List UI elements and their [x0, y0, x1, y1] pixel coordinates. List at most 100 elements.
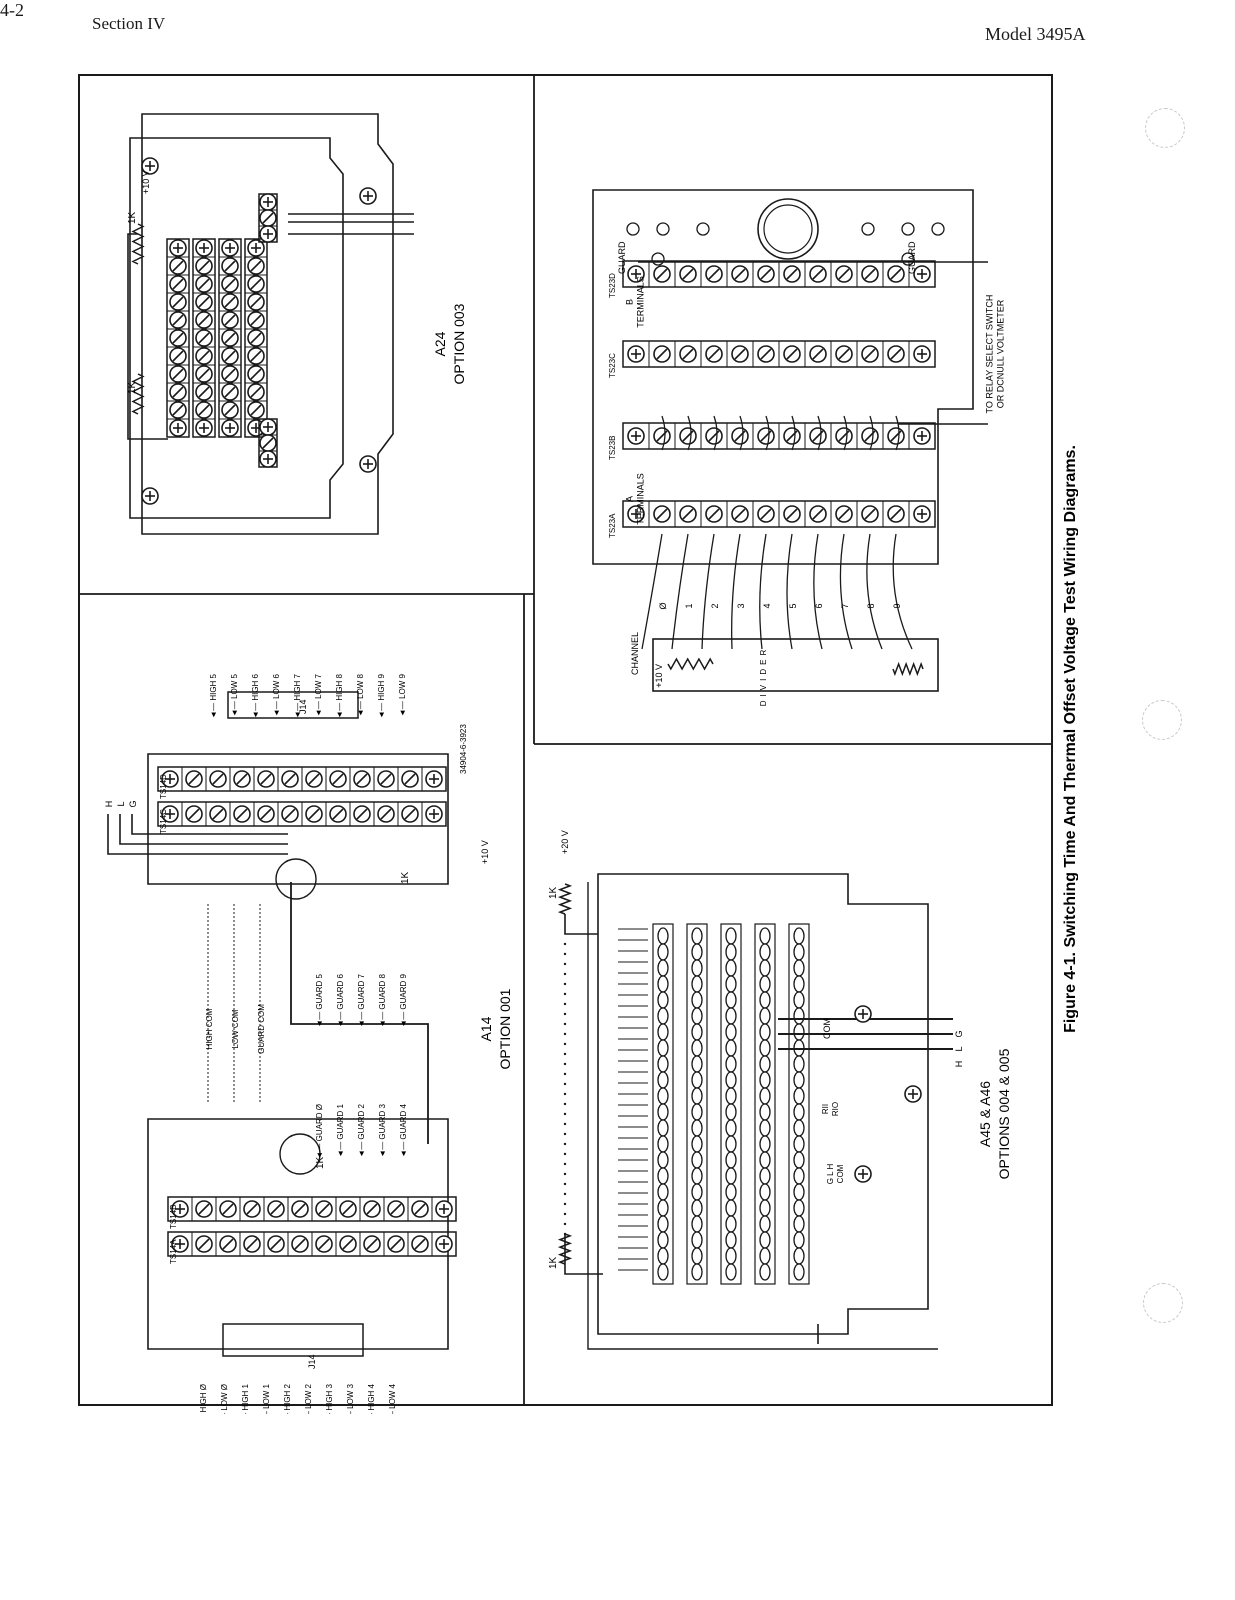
jumper-dot — [563, 992, 567, 996]
terminal-screw-icon — [169, 329, 187, 347]
terminal-pin — [657, 1135, 669, 1153]
terminal-screw-icon — [731, 345, 749, 363]
terminal-pin — [657, 1263, 669, 1281]
jumper-dot — [563, 1042, 567, 1046]
terminal-screw-icon — [185, 770, 203, 788]
panel-a14: ◄— HIGH Ø◄— LOW Ø◄— HIGH 1◄— LOW 1◄— HIG… — [104, 673, 513, 1414]
a14-ts-label: TS14C — [159, 809, 168, 834]
a14-signal-label: ◄— HIGH 1 — [241, 1383, 250, 1414]
terminal-screw-icon — [705, 265, 723, 283]
terminal-pin — [691, 1087, 703, 1105]
terminal-screw-icon — [243, 1200, 261, 1218]
ground-screw-icon — [259, 450, 277, 468]
terminal-pin — [657, 927, 669, 945]
jumper-dot — [563, 1052, 567, 1056]
panel-a24: 1K 1K +10 V A24 OPTION 003 — [127, 113, 467, 535]
terminal-screw-icon — [679, 505, 697, 523]
jumper-dot — [563, 1202, 567, 1206]
figure-border — [78, 74, 1053, 1406]
a14-signal-label: ◄— HIGH 4 — [367, 1383, 376, 1414]
resistor-symbol — [131, 373, 145, 415]
mount-hole — [696, 222, 710, 236]
a14-signal-labels-left: ◄— HIGH Ø◄— LOW Ø◄— HIGH 1◄— LOW 1◄— HIG… — [199, 1383, 397, 1414]
terminal-screw-icon — [195, 257, 213, 275]
terminal-pin — [793, 1119, 805, 1137]
ground-screw-icon — [169, 419, 187, 437]
a14-signal-label: ◄— LOW 1 — [262, 1383, 271, 1414]
terminal-pin — [725, 1071, 737, 1089]
a14-board-right — [147, 753, 449, 885]
terminal-screw-icon — [353, 770, 371, 788]
terminal-screw-icon — [363, 1235, 381, 1253]
terminal-pin — [759, 1215, 771, 1233]
terminal-pin — [793, 927, 805, 945]
channel-number: 1 — [684, 603, 694, 608]
terminal-screw-icon — [861, 265, 879, 283]
terminal-pin — [759, 1119, 771, 1137]
terminal-pin — [657, 1183, 669, 1201]
channel-wire — [731, 533, 741, 650]
terminal-pin — [793, 1151, 805, 1169]
a23-ts-label: TS23D — [608, 273, 617, 298]
a14-connector-left — [222, 1323, 364, 1357]
terminal-pin — [793, 1263, 805, 1281]
terminal-pin — [725, 959, 737, 977]
ground-screw-icon — [854, 1165, 872, 1183]
terminal-pin — [793, 943, 805, 961]
terminal-screw-icon — [221, 365, 239, 383]
terminal-screw-icon — [783, 265, 801, 283]
terminal-screw-icon — [221, 329, 239, 347]
terminal-screw-icon — [783, 345, 801, 363]
a14-part-number: 34904-6-3923 — [459, 724, 468, 774]
resistor-zigzag — [892, 661, 924, 677]
jumper-wire — [765, 415, 770, 451]
terminal-pin — [725, 1199, 737, 1217]
terminal-pin — [759, 1055, 771, 1073]
a45-board-outline — [597, 873, 929, 1335]
jumper-dot — [563, 1182, 567, 1186]
ground-screw-icon — [627, 427, 645, 445]
terminal-screw-icon — [783, 505, 801, 523]
a24-terminal-blocks — [166, 193, 278, 468]
a24-title: A24 — [432, 331, 448, 356]
terminal-screw-icon — [411, 1200, 429, 1218]
channel-wire — [701, 533, 715, 650]
terminal-pin — [657, 1231, 669, 1249]
ground-screw-icon — [259, 225, 277, 243]
jumper-dot — [563, 1222, 567, 1226]
a45-resistor-bottom-label: 1K — [548, 1256, 559, 1269]
terminal-pin — [725, 927, 737, 945]
jumper-dot — [563, 942, 567, 946]
a14-connector-left-label: J14 — [307, 1354, 317, 1369]
terminal-screw-icon — [195, 383, 213, 401]
jumper-dot — [563, 952, 567, 956]
channel-number: 5 — [788, 603, 798, 608]
terminal-screw-icon — [267, 1200, 285, 1218]
resistor-symbol — [131, 223, 145, 265]
terminal-pin — [759, 1087, 771, 1105]
terminal-pin — [793, 975, 805, 993]
jumper-dot — [563, 1142, 567, 1146]
a14-ts-label: TS14B — [169, 1205, 178, 1229]
terminal-pin — [793, 1055, 805, 1073]
a14-common-label: HIGH COM — [205, 1008, 214, 1049]
channel-wire — [892, 533, 913, 650]
terminal-screw-icon — [195, 1200, 213, 1218]
terminal-pin — [759, 1151, 771, 1169]
a24-board-outline — [141, 113, 394, 535]
terminal-pin — [657, 1087, 669, 1105]
terminal-pin — [691, 1231, 703, 1249]
terminal-screw-icon — [169, 293, 187, 311]
a23-ts-label: TS23A — [608, 513, 617, 538]
terminal-pin — [657, 1023, 669, 1041]
terminal-screw-icon — [267, 1235, 285, 1253]
a14-subtitle: OPTION 001 — [497, 988, 513, 1069]
terminal-pin — [725, 1151, 737, 1169]
terminal-screw-icon — [195, 401, 213, 419]
ground-screw-icon — [425, 770, 443, 788]
mount-hole — [656, 222, 670, 236]
a14-signal-label: ◄— LOW 4 — [388, 1383, 397, 1414]
terminal-screw-icon — [353, 805, 371, 823]
terminal-screw-icon — [195, 275, 213, 293]
